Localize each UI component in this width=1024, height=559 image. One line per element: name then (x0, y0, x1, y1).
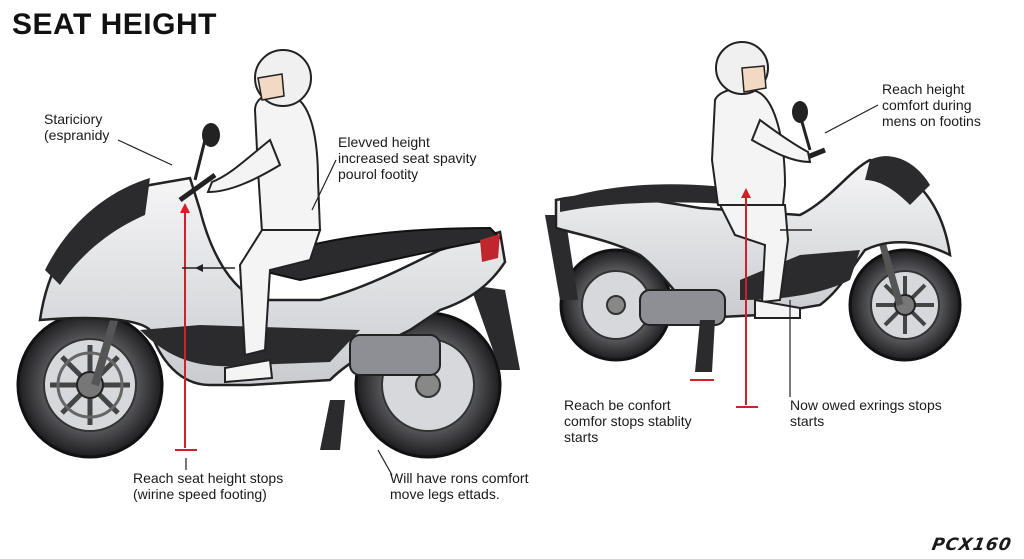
right-front-cowl (865, 156, 930, 205)
label-line: move legs ettads. (390, 486, 500, 502)
left-mirror-stem (193, 139, 207, 181)
right-rear-fender (545, 215, 578, 300)
label-line: (espranidy (44, 127, 110, 143)
right-rear-wheel (559, 248, 673, 362)
label-left-bottom-b: Will have rons comfort move legs ettads. (390, 470, 528, 502)
label-left-top: Stariciory (espranidy (44, 111, 109, 143)
right-rider-face (741, 65, 767, 93)
left-engine (349, 334, 441, 376)
right-engine (639, 289, 726, 326)
label-line: starts (564, 429, 599, 445)
right-callout-lines (789, 104, 879, 397)
label-line: Stariciory (44, 111, 103, 127)
label-line: Reach height (882, 81, 965, 97)
label-line: Will have rons comfort (390, 470, 529, 486)
left-tail-light (480, 234, 500, 262)
right-stand (695, 320, 715, 372)
left-seat-height-measure (175, 203, 235, 451)
right-rider-legs (718, 204, 790, 304)
label-right-top: Reach height comfort during mens on foot… (882, 81, 981, 129)
left-rider-shoe (224, 358, 274, 384)
label-left-mid: Elevved height increased seat spavity po… (338, 134, 477, 182)
label-line: pourol footity (338, 166, 419, 182)
left-rear-fender (470, 285, 520, 370)
right-fork (876, 234, 904, 306)
label-line: Reach seat height stops (133, 470, 284, 486)
left-rider-legs (238, 229, 322, 357)
left-callout-lines (117, 139, 393, 476)
right-rider-shoe (754, 298, 801, 319)
left-scooter (16, 123, 520, 459)
label-line: Elevved height (338, 134, 430, 150)
label-line: comfor stops stablity (564, 413, 692, 429)
right-rider-arm (750, 118, 812, 164)
label-line: starts (790, 413, 825, 429)
label-left-bottom-a: Reach seat height stops (wirine speed fo… (133, 470, 283, 502)
page-title: SEAT HEIGHT (12, 8, 217, 41)
left-stand (320, 400, 345, 450)
right-mirror (792, 101, 808, 123)
label-right-bottom-b: Now owed exrings stops starts (790, 397, 942, 429)
left-rider (206, 49, 322, 384)
brand-logo: PCX160 (930, 535, 1014, 555)
label-line: mens on footins (882, 113, 981, 129)
left-rider-face (257, 73, 285, 101)
left-front-cowl (45, 178, 150, 285)
right-seat-height-measure (690, 188, 812, 408)
label-line: Reach be confort (564, 397, 671, 413)
label-right-bottom-a: Reach be confort comfor stops stablity s… (564, 397, 692, 445)
right-front-wheel (848, 248, 962, 362)
left-mirror (202, 123, 220, 147)
right-rider (710, 41, 812, 319)
label-line: increased seat spavity (338, 150, 477, 166)
left-rider-arm (206, 138, 282, 194)
label-line: Now owed exrings stops (790, 397, 942, 413)
left-handlebar (178, 172, 217, 203)
label-line: (wirine speed footing) (133, 486, 267, 502)
label-line: comfort during (882, 97, 972, 113)
left-front-wheel (16, 311, 164, 459)
